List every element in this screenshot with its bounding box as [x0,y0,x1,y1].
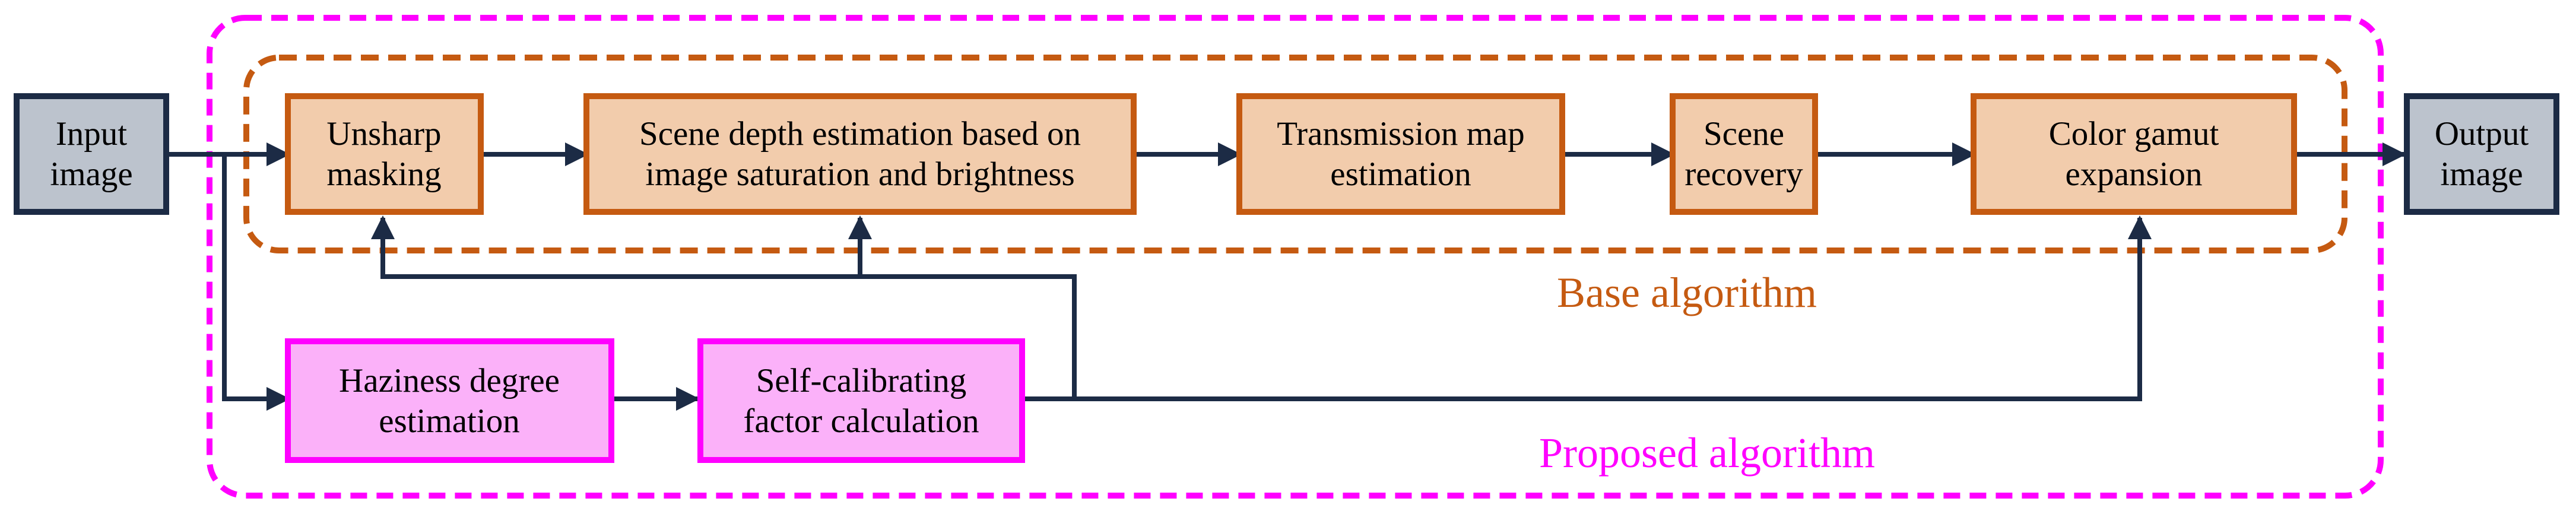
proposed-algorithm-label: Proposed algorithm [1539,429,1875,477]
input-image-line2: image [50,156,132,193]
self-calibrating-factor-node: Self-calibrating factor calculation [697,338,1025,463]
output-image-line2: image [2440,156,2523,193]
scene-depth-line2: image saturation and brightness [645,156,1074,193]
unsharp-masking-node: Unsharp masking [285,93,484,215]
self-calibrating-line1: Self-calibrating [756,362,967,399]
scene-recovery-node: Scene recovery [1670,93,1818,215]
feedback-self-calibrating-to-unsharp [371,215,1077,399]
proposed-algorithm-boundary [207,15,2384,499]
haziness-line1: Haziness degree [339,362,560,399]
input-image-line1: Input [56,115,127,153]
base-algorithm-label: Base algorithm [1557,269,1817,316]
output-image-node: Output image [2404,93,2559,215]
color-gamut-line2: expansion [2065,156,2202,193]
color-gamut-expansion-node: Color gamut expansion [1971,93,2297,215]
unsharp-masking-line2: masking [326,156,441,193]
haziness-degree-estimation-node: Haziness degree estimation [285,338,614,463]
scene-depth-estimation-node: Scene depth estimation based on image sa… [583,93,1137,215]
output-image-line1: Output [2435,115,2529,153]
scene-recovery-line1: Scene [1703,115,1784,153]
input-image-node: Input image [14,93,169,215]
arrow-self-calibrating-to-color-gamut [1022,215,2152,401]
transmission-map-line2: estimation [1330,156,1471,193]
transmission-map-line1: Transmission map [1277,115,1525,153]
scene-recovery-line2: recovery [1684,156,1803,193]
scene-depth-line1: Scene depth estimation based on [639,115,1081,153]
connectors [166,142,2406,411]
self-calibrating-line2: factor calculation [743,402,979,440]
transmission-map-node: Transmission map estimation [1236,93,1565,215]
unsharp-masking-line1: Unsharp [326,115,441,153]
haziness-line2: estimation [379,402,519,440]
color-gamut-line1: Color gamut [2049,115,2219,153]
arrow-input-to-haziness [222,154,290,411]
